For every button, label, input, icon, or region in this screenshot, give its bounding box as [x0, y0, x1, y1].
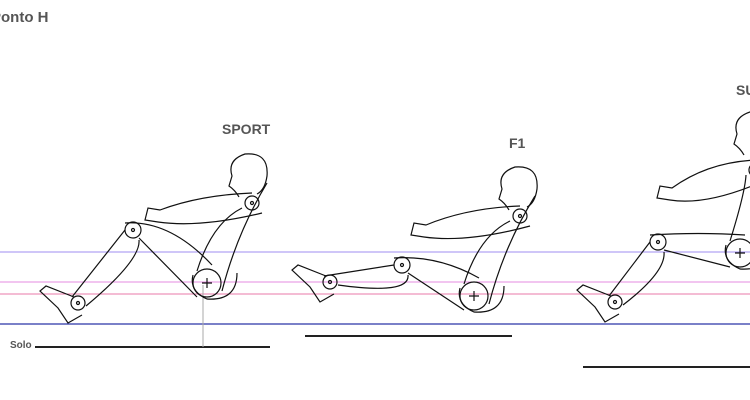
foot-sport [39, 285, 83, 324]
hip-joint-f1 [459, 281, 489, 311]
knee-joint-f1 [393, 256, 411, 274]
foot-f1 [291, 264, 335, 303]
arm-suv [656, 159, 750, 202]
thigh-f1 [393, 257, 480, 311]
knee-pivot-f1 [399, 262, 405, 268]
torso-f1 [458, 195, 536, 313]
head-sport [228, 153, 268, 198]
ankle-joint-sport [70, 295, 86, 311]
hip-joint-sport [192, 268, 222, 298]
arm-sport [144, 192, 263, 225]
shoulder-joint-f1 [512, 208, 528, 224]
diagram-title: Ponto H [0, 9, 49, 26]
ground-label: Solo [10, 340, 32, 351]
shoulder-joint-suv [748, 165, 750, 175]
shin-f1 [323, 264, 409, 289]
h-point-marker-suv [735, 248, 745, 258]
ankle-pivot-f1 [327, 279, 333, 285]
shoulder-pivot-f1 [517, 213, 523, 219]
knee-joint-sport [124, 221, 142, 239]
torso-suv [724, 174, 750, 270]
foot-suv [576, 284, 620, 323]
knee-joint-suv [649, 233, 667, 251]
head-suv [733, 111, 750, 156]
h-point-marker-f1 [469, 291, 479, 301]
ankle-joint-suv [607, 294, 623, 310]
knee-pivot-sport [130, 227, 136, 233]
hip-joint-suv [725, 238, 750, 268]
label-f1: F1 [509, 135, 526, 151]
ankle-pivot-suv [612, 299, 618, 305]
head-f1 [498, 166, 538, 211]
shin-suv [608, 241, 665, 306]
label-suv: SUV [736, 82, 750, 98]
shoulder-joint-sport [244, 195, 260, 211]
arm-f1 [410, 205, 531, 240]
shoulder-pivot-sport [249, 200, 255, 206]
knee-pivot-suv [655, 239, 661, 245]
shin-sport [71, 229, 140, 307]
ankle-pivot-sport [75, 300, 81, 306]
label-sport: SPORT [222, 121, 271, 137]
thigh-sport [124, 222, 213, 298]
ankle-joint-f1 [322, 274, 338, 290]
h-point-marker-sport [202, 278, 212, 288]
